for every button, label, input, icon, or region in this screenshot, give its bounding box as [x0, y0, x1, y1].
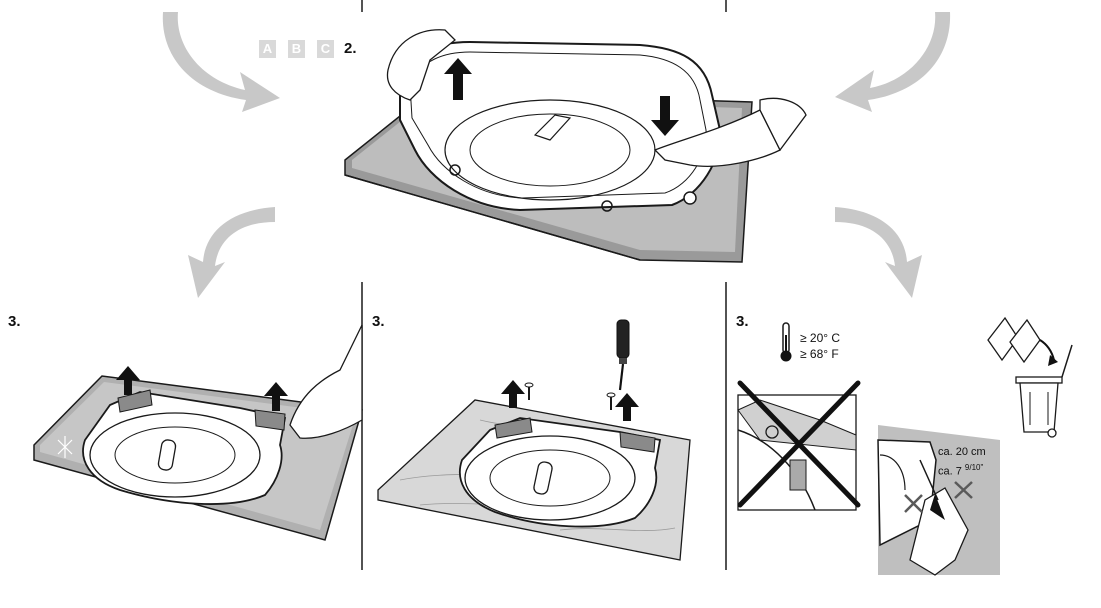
step-label-3-right: 3. — [736, 313, 749, 330]
up-arrow-icon — [444, 58, 472, 100]
step-3-left-illustration — [33, 324, 363, 541]
down-arrow-icon — [651, 96, 679, 136]
curved-arrow-icon — [835, 12, 951, 112]
step-3-middle-illustration — [377, 382, 691, 561]
temperature-fahrenheit: ≥ 68° F — [800, 347, 839, 361]
left-hand — [386, 29, 456, 101]
variant-box-c: C — [317, 40, 334, 58]
variant-box-b: B — [288, 40, 305, 58]
hand — [289, 324, 363, 439]
step-label-3-left: 3. — [8, 313, 21, 330]
distance-imperial-whole: ca. 7 — [938, 465, 962, 478]
step-label-3-middle: 3. — [372, 313, 385, 330]
step-2-illustration — [344, 29, 807, 263]
thermometer-icon — [780, 322, 792, 362]
temperature-celsius: ≥ 20° C — [800, 331, 841, 345]
cross-icon — [904, 481, 973, 513]
up-arrow-icon — [116, 366, 140, 395]
variant-box-a: A — [259, 40, 276, 58]
forbidden-detail-illustration — [737, 394, 857, 511]
curved-arrow-icon — [162, 12, 280, 112]
up-arrow-icon — [501, 380, 525, 408]
step-label-2: 2. — [344, 40, 357, 57]
curved-arrow-icon — [835, 207, 922, 298]
distance-imperial-fraction: 9/10" — [964, 463, 984, 472]
distance-imperial: ca. 7 9/10" — [938, 461, 983, 479]
distance-metric: ca. 20 cm — [938, 446, 986, 458]
up-arrow-icon — [264, 382, 288, 411]
curved-arrow-icon — [188, 207, 275, 298]
hand — [909, 487, 969, 576]
cross-icon — [737, 380, 861, 508]
trash-bin-icon — [987, 316, 1073, 438]
measurement-detail-illustration — [877, 425, 1000, 576]
screwdriver-icon — [616, 319, 630, 391]
up-arrow-icon — [615, 393, 639, 421]
